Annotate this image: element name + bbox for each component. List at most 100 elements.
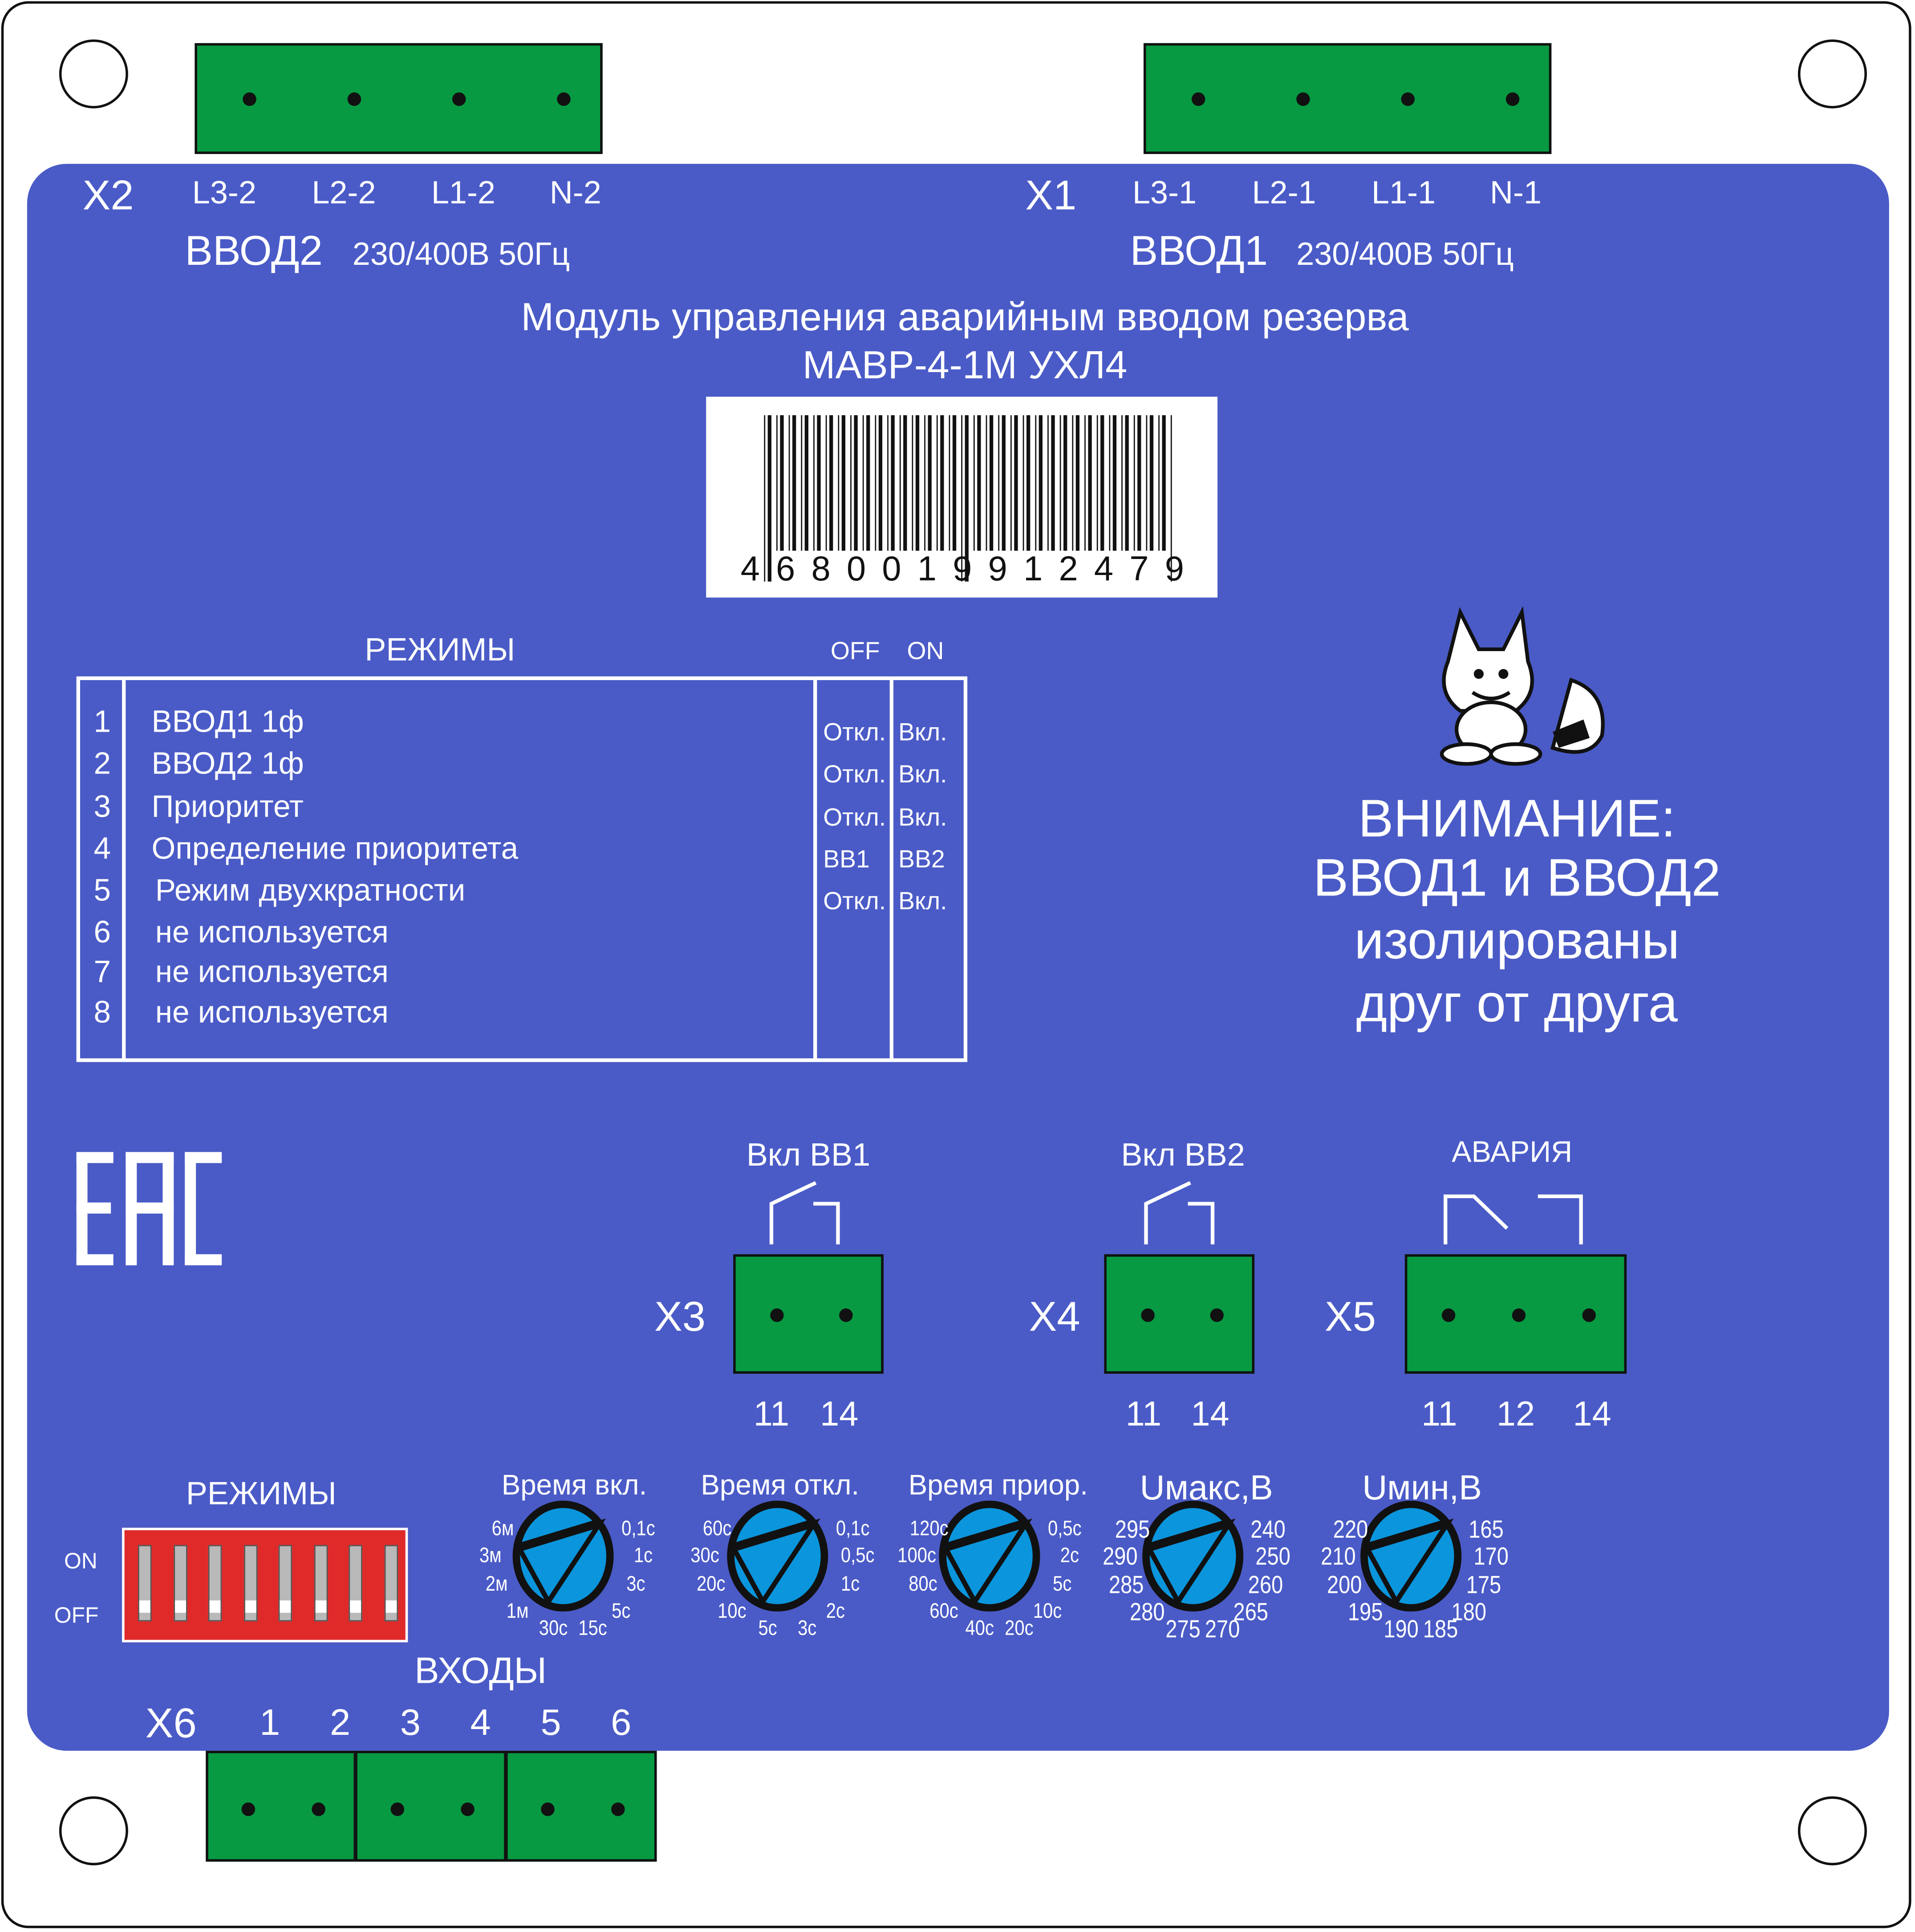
- barcode-digit: 9: [988, 549, 1007, 588]
- mode-row-on: ВВ2: [898, 846, 945, 874]
- x6-pin: 3: [400, 1702, 421, 1744]
- barcode-digit: 0: [846, 549, 866, 588]
- barcode-bar: [940, 415, 944, 551]
- dip-switch[interactable]: [278, 1545, 292, 1622]
- barcode-bar: [936, 415, 938, 551]
- barcode-digit: 1: [917, 549, 937, 588]
- barcode-bar: [764, 415, 766, 582]
- x5-pin: 14: [1573, 1394, 1611, 1433]
- barcode-bar: [989, 415, 994, 551]
- connector-x1[interactable]: [1143, 43, 1552, 154]
- dial-scale-label: 10с: [1033, 1599, 1062, 1623]
- dial-scale-label: 265: [1233, 1599, 1269, 1627]
- relay-title: Вкл ВВ2: [1121, 1136, 1245, 1173]
- input1-spec: 230/400В 50Гц: [1296, 235, 1514, 272]
- connector-x4[interactable]: [1104, 1254, 1255, 1374]
- connector-x5[interactable]: [1404, 1254, 1627, 1374]
- barcode-digit: 4: [1094, 549, 1114, 588]
- barcode-bar: [1039, 415, 1043, 551]
- connector-x6-section[interactable]: [355, 1750, 507, 1862]
- dip-switch[interactable]: [384, 1545, 398, 1622]
- barcode-bar: [1010, 415, 1012, 551]
- potentiometer-dial[interactable]: [1141, 1500, 1245, 1612]
- mode-row-on: Вкл.: [898, 888, 947, 915]
- dial-scale-label: 0,1с: [621, 1516, 655, 1540]
- dip-switch[interactable]: [138, 1545, 152, 1622]
- barcode-bar: [1137, 415, 1141, 551]
- barcode-bar: [1133, 415, 1135, 551]
- mode-row-off: Откл.: [823, 761, 886, 789]
- dial-scale-label: 275: [1165, 1616, 1201, 1644]
- x1-pin: L3-1: [1132, 174, 1197, 211]
- barcode-digit: 9: [1164, 549, 1184, 588]
- x4-pin: 11: [1125, 1394, 1162, 1433]
- dial-scale-label: 3с: [798, 1616, 817, 1640]
- x3-label: X3: [654, 1293, 706, 1341]
- barcode-bar: [891, 415, 895, 551]
- dial-scale-label: 60с: [929, 1599, 958, 1623]
- barcode-bar: [850, 415, 852, 551]
- mode-row-number: 4: [93, 831, 111, 867]
- x5-label: X5: [1324, 1293, 1376, 1341]
- barcode-bar: [1051, 415, 1055, 551]
- barcode-bar: [912, 415, 913, 551]
- barcode-bar: [1109, 415, 1111, 551]
- dip-off-label: OFF: [54, 1603, 99, 1628]
- connector-x3[interactable]: [733, 1254, 884, 1374]
- warning-text: друг от друга: [1356, 974, 1678, 1034]
- dip-switch[interactable]: [313, 1545, 327, 1622]
- mode-row-name: Режим двухкратности: [155, 873, 466, 908]
- barcode-bar: [887, 415, 889, 551]
- connector-x6-section[interactable]: [505, 1750, 657, 1862]
- potentiometer-dial[interactable]: [511, 1500, 615, 1612]
- mode-row-name: не используется: [155, 955, 389, 989]
- barcode-bar: [952, 415, 957, 551]
- barcode-bar: [961, 415, 963, 582]
- modes-title: РЕЖИМЫ: [365, 631, 515, 668]
- dip-switch[interactable]: [243, 1545, 257, 1622]
- barcode-bar: [813, 415, 815, 551]
- dial-scale-label: 290: [1103, 1543, 1138, 1571]
- dip-switch[interactable]: [349, 1545, 362, 1622]
- potentiometer-dial[interactable]: [1359, 1500, 1463, 1612]
- x6-pin: 1: [260, 1702, 280, 1744]
- dial-scale-label: 20с: [697, 1572, 726, 1596]
- dial-scale-label: 40с: [965, 1616, 994, 1640]
- device-title: Модуль управления аварийным вводом резер…: [521, 294, 1409, 339]
- x2-pin: L3-2: [192, 174, 256, 211]
- x4-pin: 14: [1191, 1394, 1229, 1433]
- barcode-bar: [1149, 415, 1154, 551]
- inputs-title: ВХОДЫ: [414, 1651, 547, 1692]
- dial-title: Uмин,В: [1362, 1468, 1482, 1507]
- mode-row-off: Откл.: [823, 804, 886, 832]
- dip-switch[interactable]: [208, 1545, 222, 1622]
- connector-x6-section[interactable]: [206, 1750, 357, 1862]
- barcode-bar: [915, 415, 920, 551]
- barcode-bar: [817, 415, 821, 551]
- dial-scale-label: 5с: [758, 1616, 777, 1640]
- mode-row-number: 6: [93, 915, 111, 950]
- dial-scale-label: 260: [1248, 1572, 1283, 1600]
- barcode-digit: 6: [776, 549, 795, 588]
- barcode-digit: 0: [882, 549, 901, 588]
- connector-x2[interactable]: [195, 43, 603, 154]
- dial-scale-label: 165: [1469, 1516, 1504, 1544]
- barcode-digit: 1: [1023, 549, 1043, 588]
- dial-scale-label: 2с: [826, 1599, 845, 1623]
- dial-scale-label: 60с: [702, 1516, 732, 1540]
- barcode-bar: [903, 415, 907, 551]
- dip-switch[interactable]: [173, 1545, 187, 1622]
- dial-scale-label: 1с: [633, 1543, 653, 1567]
- dial-scale-label: 2с: [1060, 1543, 1079, 1567]
- dial-scale-label: 180: [1451, 1599, 1487, 1627]
- barcode-digit: 2: [1059, 549, 1078, 588]
- potentiometer-dial[interactable]: [726, 1500, 830, 1612]
- dial-scale-label: 10с: [718, 1599, 747, 1623]
- mode-row-number: 7: [93, 955, 111, 989]
- barcode-bar: [1075, 415, 1080, 551]
- barcode-bar: [875, 415, 876, 551]
- barcode-bar: [1158, 415, 1160, 551]
- mode-row-name: Определение приоритета: [151, 831, 519, 867]
- potentiometer-dial[interactable]: [938, 1500, 1042, 1612]
- barcode-bar: [1170, 415, 1172, 582]
